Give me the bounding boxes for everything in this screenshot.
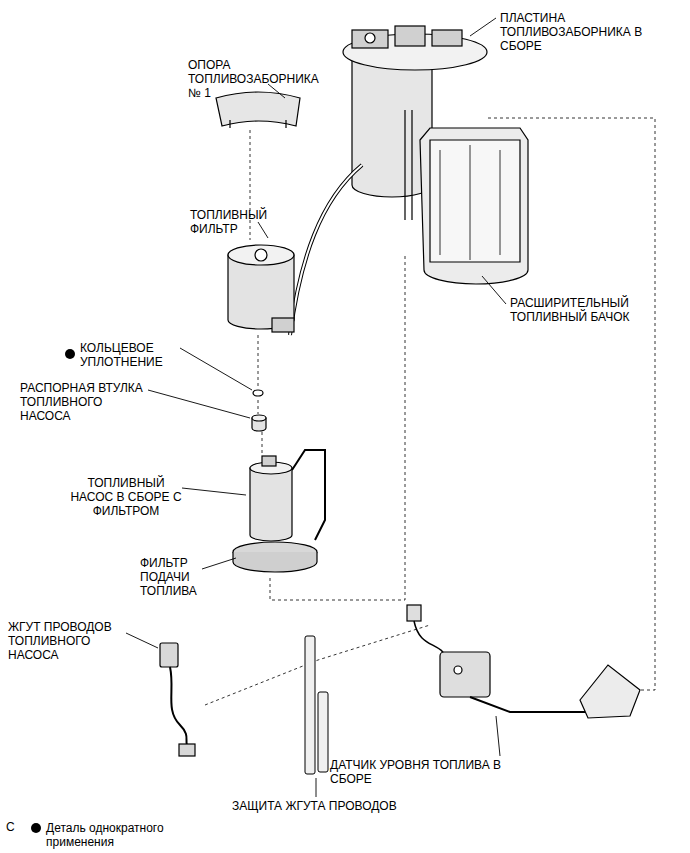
part-label: ЗАЩИТА ЖГУТА ПРОВОДОВ	[232, 799, 432, 813]
fuel-filter	[255, 249, 267, 261]
pump-spacer	[252, 415, 266, 421]
part-label: ЖГУТ ПРОВОДОВ ТОПЛИВНОГО НАСОСА	[8, 620, 130, 662]
fuel-hose	[290, 165, 362, 335]
fuel-hose	[290, 165, 362, 335]
leader-line	[496, 716, 500, 756]
leader-line	[126, 18, 506, 797]
sender-support	[216, 92, 300, 128]
leader-line	[202, 558, 236, 569]
fuel-gauge	[440, 652, 490, 697]
single-use-mark	[31, 823, 41, 833]
fuel-sender-plate	[405, 110, 412, 220]
part-label: ОПОРА ТОПЛИВОЗАБОРНИКА № 1	[188, 58, 330, 100]
assembly-dashed-line	[258, 335, 259, 386]
fuel-gauge	[470, 697, 592, 712]
leader-line	[268, 84, 285, 98]
sender-support	[230, 120, 286, 128]
assembly-dashed-line	[250, 130, 251, 240]
fuel-sender-plate	[352, 60, 432, 197]
assembly-dashed-line	[262, 432, 263, 456]
leader-line	[258, 222, 268, 238]
pump-wire-harness	[160, 643, 178, 667]
fuel-sender-plate	[432, 30, 462, 46]
fuel-filter	[228, 245, 294, 332]
fuel-sender-plate	[395, 26, 425, 46]
fuel-gauge	[407, 605, 421, 621]
leader-line	[316, 778, 317, 797]
o-ring	[253, 390, 263, 396]
fuel-pump	[250, 468, 292, 541]
fuel-pump	[292, 450, 325, 540]
leader-line	[182, 488, 246, 495]
part-label: РАСПОРНАЯ ВТУЛКА ТОПЛИВНОГО НАСОСА	[20, 381, 152, 423]
assembly-dashed-line	[205, 625, 430, 705]
fuel-filter	[272, 318, 294, 332]
part-label: ТОПЛИВНЫЙ ФИЛЬТР	[190, 208, 285, 236]
expansion-tank	[420, 128, 528, 284]
expansion-tank	[420, 128, 528, 284]
wire-protector	[305, 636, 315, 774]
expansion-tank	[430, 140, 520, 262]
pump-wire-harness	[170, 667, 187, 745]
fuel-gauge	[580, 665, 640, 718]
fuel-hose	[290, 165, 362, 335]
legend-text: Деталь однократного применения	[46, 821, 186, 849]
o-ring	[253, 390, 263, 396]
leader-line	[148, 390, 250, 418]
fuel-sender-plate	[352, 30, 388, 48]
fuel-sender-plate	[365, 33, 375, 43]
assembly-dashed-line	[205, 118, 655, 705]
fuel-pump	[262, 456, 276, 466]
expansion-tank	[440, 145, 500, 260]
fuel-pump	[233, 552, 317, 572]
part-label: ТОПЛИВНЫЙ НАСОС В СБОРЕ С ФИЛЬТРОМ	[68, 476, 184, 518]
assembly-dashed-line	[258, 400, 259, 414]
part-label: ПЛАСТИНА ТОПЛИВОЗАБОРНИКА В СБОРЕ	[500, 11, 660, 53]
fuel-gauge	[407, 605, 640, 718]
leader-line	[482, 276, 506, 304]
wire-protector	[305, 636, 328, 774]
fuel-filter	[228, 245, 294, 265]
sender-support	[216, 92, 300, 126]
pump-wire-harness	[160, 643, 195, 756]
part-label: ДАТЧИК УРОВНЯ ТОПЛИВА В СБОРЕ	[330, 758, 506, 786]
part-label: КОЛЬЦЕВОЕ УПЛОТНЕНИЕ	[80, 341, 188, 369]
fuel-hose	[290, 165, 362, 335]
pump-wire-harness	[179, 744, 195, 756]
fuel-gauge	[454, 666, 462, 674]
single-use-mark	[65, 349, 75, 359]
wire-protector	[318, 692, 328, 772]
leader-line	[180, 348, 252, 390]
leader-line	[470, 18, 496, 36]
leader-line	[126, 633, 158, 648]
part-label: РАСШИРИТЕЛЬНЫЙ ТОПЛИВНЫЙ БАЧОК	[510, 296, 660, 324]
figure-code: C	[6, 820, 26, 834]
pump-spacer	[252, 415, 266, 431]
fuel-pump	[233, 450, 325, 572]
part-label: ФИЛЬТР ПОДАЧИ ТОПЛИВА	[140, 556, 214, 598]
